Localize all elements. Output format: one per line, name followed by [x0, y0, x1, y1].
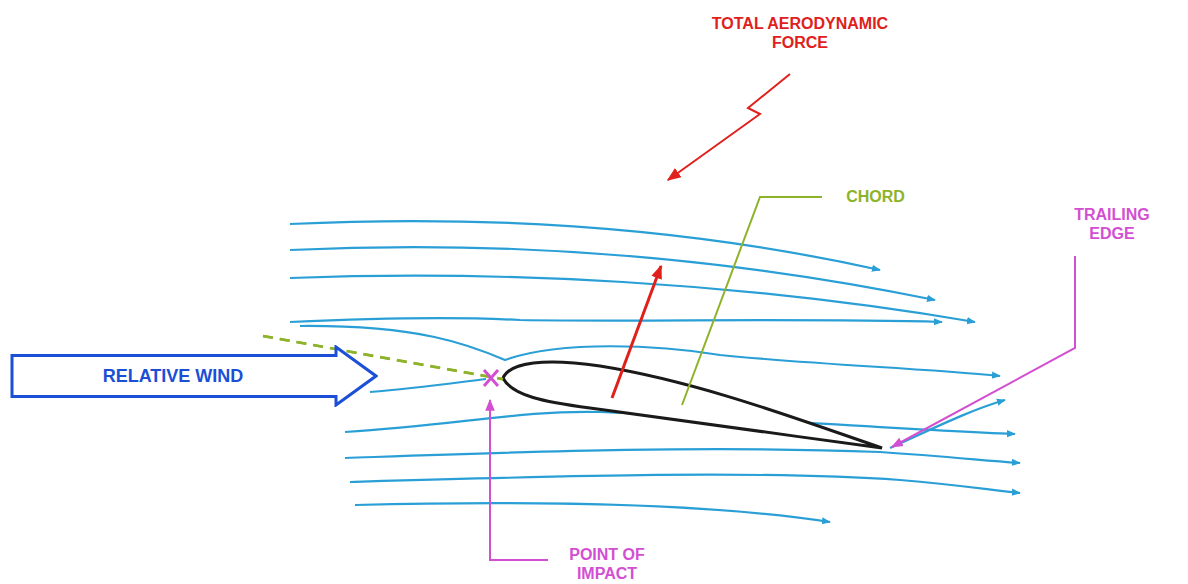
trailing-edge-label: TRAILING EDGE: [1062, 205, 1162, 243]
force-label: TOTAL AERODYNAMIC FORCE: [700, 14, 900, 52]
chord-label: CHORD: [828, 187, 923, 206]
chord-leader: [682, 197, 822, 405]
wind-label: RELATIVE WIND: [103, 366, 244, 387]
impact-mark: [484, 370, 498, 386]
wind-arrow: RELATIVE WIND: [10, 345, 378, 407]
trailing-edge-leader: [892, 256, 1075, 447]
point-of-impact-label: POINT OF IMPACT: [552, 545, 662, 583]
force-arrow: [612, 266, 661, 398]
lightning-leader: [668, 74, 790, 180]
streamlines: [290, 221, 1020, 522]
impact-leader: [490, 400, 548, 560]
